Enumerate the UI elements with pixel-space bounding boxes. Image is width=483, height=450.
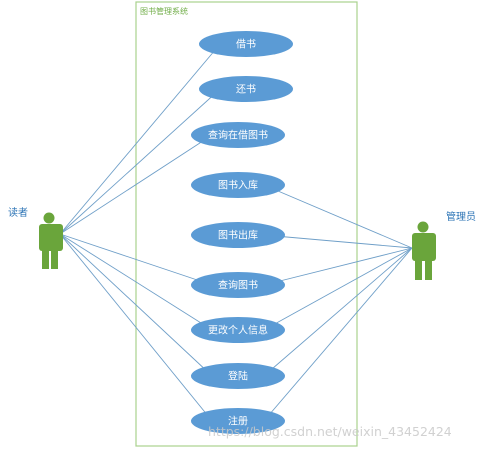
use-case-ellipse bbox=[199, 31, 293, 57]
use-case: 图书出库 bbox=[191, 222, 285, 248]
admin-figure-icon bbox=[412, 221, 436, 280]
use-case-label: 查询图书 bbox=[218, 279, 258, 292]
use-case-label: 图书出库 bbox=[218, 229, 258, 242]
association-line-reader bbox=[59, 233, 213, 377]
use-case-ellipse bbox=[191, 363, 285, 389]
association-line-reader bbox=[59, 233, 213, 422]
use-case-label: 注册 bbox=[228, 415, 248, 428]
association-lines bbox=[59, 43, 413, 422]
use-case: 注册 bbox=[191, 408, 285, 434]
association-line-reader bbox=[59, 134, 213, 235]
actor-admin: 管理员 bbox=[412, 210, 476, 280]
use-case-ellipse bbox=[191, 408, 285, 434]
use-case-label: 查询在借图书 bbox=[208, 129, 268, 142]
association-line-admin bbox=[263, 247, 413, 422]
actor-reader: 读者 bbox=[8, 206, 63, 269]
use-case-label: 借书 bbox=[236, 39, 256, 51]
reader-label: 读者 bbox=[8, 206, 28, 219]
reader-figure-icon bbox=[39, 212, 63, 269]
association-line-reader bbox=[59, 88, 221, 235]
association-line-admin bbox=[263, 247, 413, 286]
use-case: 查询图书 bbox=[191, 272, 285, 298]
use-case-ellipse bbox=[191, 222, 285, 248]
use-case-ellipse bbox=[191, 172, 285, 198]
association-line-admin bbox=[263, 247, 413, 377]
use-case: 登陆 bbox=[191, 363, 285, 389]
association-line-reader bbox=[59, 233, 213, 331]
use-case: 查询在借图书 bbox=[191, 122, 285, 148]
use-case-ellipse bbox=[191, 122, 285, 148]
use-case: 还书 bbox=[199, 76, 293, 102]
admin-label: 管理员 bbox=[446, 210, 476, 223]
association-line-admin bbox=[263, 184, 413, 249]
use-case-label: 登陆 bbox=[228, 370, 248, 383]
watermark-text: https://blog.csdn.net/weixin_43452424 bbox=[208, 424, 452, 439]
use-case: 借书 bbox=[199, 31, 293, 57]
association-line-reader bbox=[59, 43, 221, 235]
use-case: 图书入库 bbox=[191, 172, 285, 198]
system-boundary bbox=[135, 1, 358, 447]
use-case-label: 更改个人信息 bbox=[208, 324, 268, 337]
use-case-ellipse bbox=[191, 272, 285, 298]
system-title: 图书管理系统 bbox=[140, 6, 188, 16]
use-case-label: 还书 bbox=[236, 84, 256, 96]
use-case-label: 图书入库 bbox=[218, 179, 258, 192]
use-case-ellipse bbox=[199, 76, 293, 102]
use-case-ellipse bbox=[191, 317, 285, 343]
association-line-admin bbox=[263, 247, 413, 331]
use-case: 更改个人信息 bbox=[191, 317, 285, 343]
association-line-reader bbox=[59, 233, 213, 286]
association-line-admin bbox=[263, 234, 413, 249]
